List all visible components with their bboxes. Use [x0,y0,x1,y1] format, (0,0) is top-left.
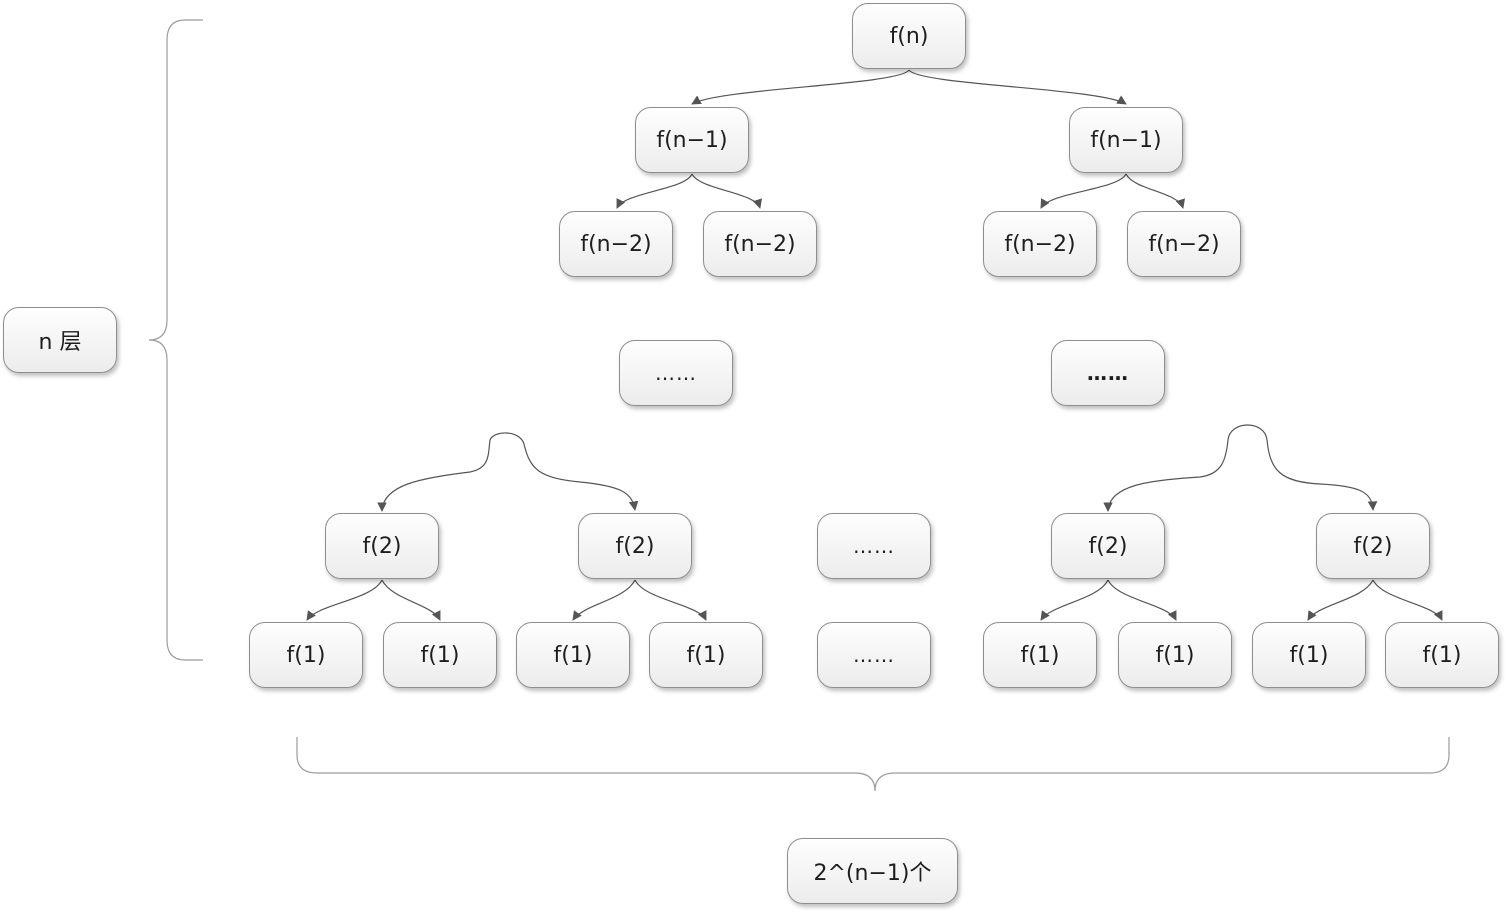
edge-curly-right [1107,424,1378,511]
edge-f2a-to-f1b [381,579,441,621]
edge-root-to-l1-left [691,69,910,105]
node-f1-g: f(1) [1252,622,1366,688]
node-ellipsis-left: …… [619,340,733,406]
label-n-levels: n 层 [3,307,117,373]
node-ellipsis-f2-row: …… [817,513,931,579]
node-ellipsis-right: …… [1051,340,1165,406]
node-f2-c: f(2) [1051,513,1165,579]
edge-curly-left [381,432,639,511]
edge-f2d-to-f1g [1307,579,1374,621]
edge-root-to-l1-right [908,69,1127,105]
edge-l1right-to-l2d [1125,173,1185,209]
node-f1-f: f(1) [1118,622,1232,688]
label-leaf-count: 2^(n−1)个 [787,838,958,904]
node-f1-c: f(1) [516,622,630,688]
edge-f2d-to-f1h [1372,579,1443,621]
node-f1-b: f(1) [383,622,497,688]
node-f-n-minus-2-d: f(n−2) [1127,211,1241,277]
node-ellipsis-f1-row: …… [817,622,931,688]
edge-l1left-to-l2b [691,173,762,209]
node-f1-a: f(1) [249,622,363,688]
edge-f2a-to-f1a [306,579,383,621]
edge-l1left-to-l2a [616,173,693,209]
node-f2-d: f(2) [1316,513,1430,579]
node-f2-b: f(2) [578,513,692,579]
edge-f2c-to-f1f [1107,579,1177,621]
node-f-n-minus-2-a: f(n−2) [559,211,673,277]
edge-f2b-to-f1d [634,579,707,621]
node-f-n-minus-2-c: f(n−2) [983,211,1097,277]
node-f-n-minus-1-left: f(n−1) [635,107,749,173]
node-f1-h: f(1) [1385,622,1499,688]
node-f-n: f(n) [852,3,966,69]
node-f1-d: f(1) [649,622,763,688]
node-f2-a: f(2) [325,513,439,579]
node-f1-e: f(1) [983,622,1097,688]
node-f-n-minus-2-b: f(n−2) [703,211,817,277]
node-f-n-minus-1-right: f(n−1) [1069,107,1183,173]
edge-f2c-to-f1e [1040,579,1109,621]
left-brace [148,19,203,661]
bottom-brace [296,737,1450,792]
edge-f2b-to-f1c [572,579,636,621]
edge-l1right-to-l2c [1040,173,1127,209]
